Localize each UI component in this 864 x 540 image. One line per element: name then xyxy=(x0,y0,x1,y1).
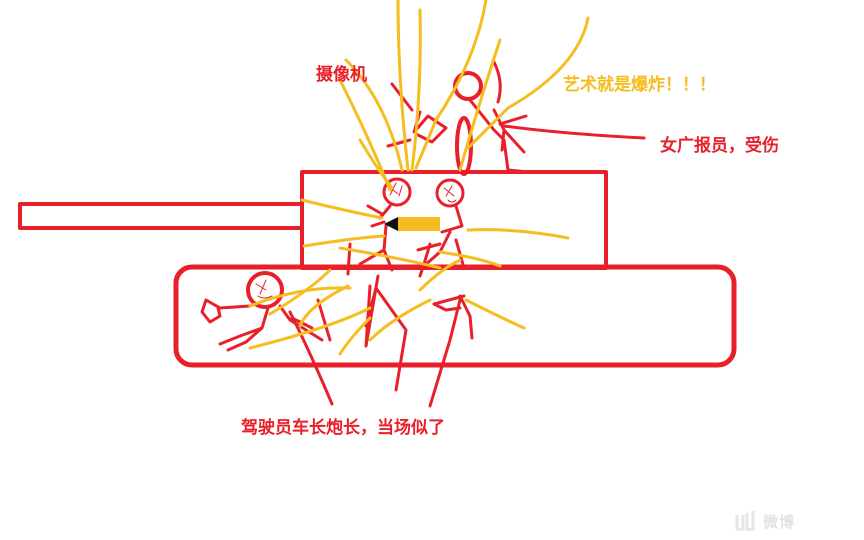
watermark-logo-icon xyxy=(735,511,755,531)
tank-barrel xyxy=(18,202,304,230)
commander-figure xyxy=(358,177,412,272)
pencil-icon xyxy=(384,217,440,231)
art-label: 艺术就是爆炸！！！ xyxy=(563,75,716,95)
explosion-streaks xyxy=(248,0,590,356)
watermark-text: 微博 xyxy=(763,513,796,531)
tank-hull xyxy=(173,264,737,368)
watermark: 微博 xyxy=(733,507,859,533)
reporter-label: 女广报员，受伤 xyxy=(660,136,779,156)
crew-label: 驾驶员车长炮长，当场似了 xyxy=(241,418,445,438)
camera-label: 摄像机 xyxy=(316,65,367,85)
